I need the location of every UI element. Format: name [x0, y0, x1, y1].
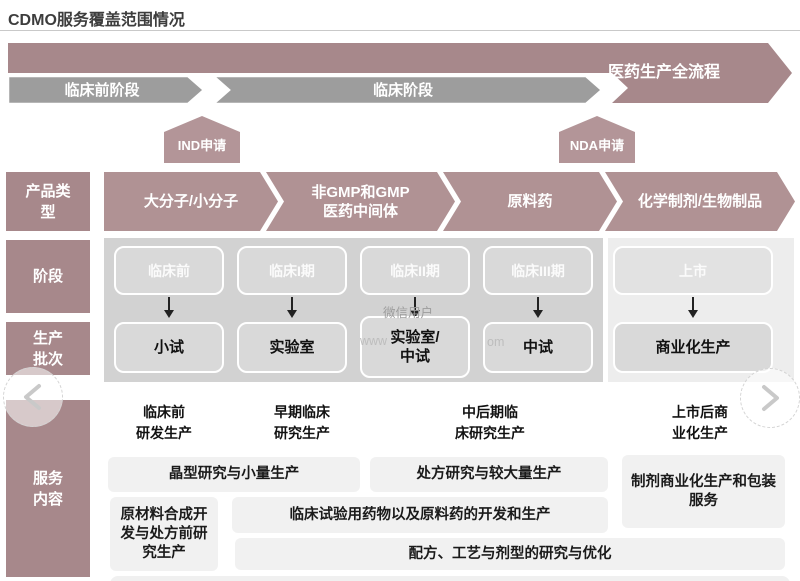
product-arrow-intermediates: 非GMP和GMP 医药中间体 [266, 172, 455, 231]
prev-button[interactable] [3, 367, 63, 427]
clinical-stage-label: 临床阶段 [372, 82, 433, 99]
service-box-raw-material: 原材料合成开 发与处方前研 究生产 [110, 497, 218, 571]
arrow-down-icon [410, 297, 420, 318]
batch-box-lab-trial: 小试 [114, 322, 224, 373]
service-header-post-market: 上市后商 业化生产 [672, 404, 728, 441]
service-box-commercial-packaging: 制剂商业化生产和包装 服务 [622, 455, 785, 528]
arrow-down-icon [533, 297, 543, 318]
preclinical-stage-label: 临床前阶段 [64, 82, 140, 99]
service-box-trial-drugs: 临床试验用药物以及原料药的开发和生产 [232, 497, 608, 533]
stage-box-phase3: 临床III期 [483, 246, 593, 295]
product-arrow-formulations: 化学制剂/生物制品 [605, 172, 795, 231]
stage-box-phase2: 临床II期 [360, 246, 470, 295]
service-header-mid-late-clinical: 中后期临 床研究生产 [455, 404, 525, 441]
chevron-right-icon [762, 385, 779, 411]
arrow-down-icon [688, 297, 698, 318]
process-banner-arrows [6, 43, 792, 106]
product-arrow-api: 原料药 [443, 172, 617, 231]
arrow-down-icon [287, 297, 297, 318]
page-title: CDMO服务覆盖范围情况 [8, 12, 185, 29]
title-divider [0, 30, 800, 31]
product-arrow-molecules: 大分子/小分子 [104, 172, 278, 231]
arrow-down-icon [164, 297, 174, 318]
full-process-label: 医药生产全流程 [607, 64, 720, 81]
sidebar-label-stage: 阶段 [6, 240, 90, 313]
batch-box-commercial: 商业化生产 [613, 322, 773, 373]
full-process-arrow-shape [8, 43, 792, 103]
service-box-crystal-study: 晶型研究与小量生产 [108, 457, 360, 492]
service-header-preclinical: 临床前 研发生产 [136, 404, 192, 441]
stage-box-phase1: 临床I期 [237, 246, 347, 295]
cropped-service-box [110, 576, 790, 581]
sidebar-label-batch: 生产 批次 [6, 322, 90, 375]
batch-box-lab-pilot: 实验室/ 中试 [360, 316, 470, 378]
preclinical-arrow-shape [6, 74, 206, 106]
next-button[interactable] [740, 368, 800, 428]
stage-box-preclinical: 临床前 [114, 246, 224, 295]
stage-box-market: 上市 [613, 246, 773, 295]
service-box-formulation-study: 处方研究与较大量生产 [370, 457, 608, 492]
service-box-process-optimization: 配方、工艺与剂型的研究与优化 [235, 538, 785, 570]
sidebar-label-product-type: 产品类 型 [6, 172, 90, 231]
batch-box-laboratory: 实验室 [237, 322, 347, 373]
sidebar-label-service: 服务 内容 [6, 400, 90, 577]
chevron-left-icon [24, 384, 41, 410]
batch-box-pilot: 中试 [483, 322, 593, 373]
clinical-arrow-shape [209, 74, 604, 106]
service-header-early-clinical: 早期临床 研究生产 [274, 404, 330, 441]
